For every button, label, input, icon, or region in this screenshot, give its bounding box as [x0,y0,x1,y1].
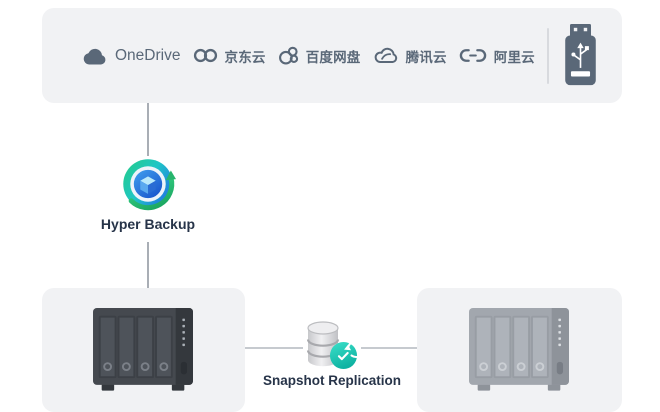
dark-4bay-nas-icon [93,308,193,391]
provider-label-jd-cloud: 京东云 [224,49,266,65]
light-4bay-nas-icon [469,308,569,391]
jd-cloud-icon [193,48,217,63]
connector-nas-to-snapshot [245,347,303,349]
provider-label-tencent-cloud: 腾讯云 [405,49,447,65]
alibaba-cloud-icon [459,49,486,62]
baidu-netdisk-icon [278,46,298,65]
provider-jd-cloud: 京东云 [193,46,266,66]
connector-hyperbackup-to-nas [147,242,149,288]
cloud-destinations-card: OneDrive 京东云 百度网盘 腾讯云 [42,8,622,103]
provider-baidu-netdisk: 百度网盘 [278,45,361,66]
provider-label-baidu-netdisk: 百度网盘 [305,49,361,65]
snapshot-clock-badge-icon [329,341,358,370]
provider-alibaba-cloud: 阿里云 [459,46,535,66]
provider-label-alibaba-cloud: 阿里云 [493,49,535,65]
provider-onedrive: OneDrive [78,46,180,66]
onedrive-cloud-icon [83,48,106,64]
vertical-divider [546,27,549,84]
hyper-backup-icon [123,159,176,211]
snapshot-replication-label: Snapshot Replication [262,373,401,388]
connector-cloud-to-hyperbackup [147,103,149,156]
hyper-backup-label: Hyper Backup [100,216,196,232]
tencent-cloud-icon [374,47,397,63]
connector-snapshot-to-nas [361,347,417,349]
provider-tencent-cloud: 腾讯云 [373,46,447,66]
provider-label-onedrive: OneDrive [115,46,181,64]
usb-drive-icon [565,24,596,86]
